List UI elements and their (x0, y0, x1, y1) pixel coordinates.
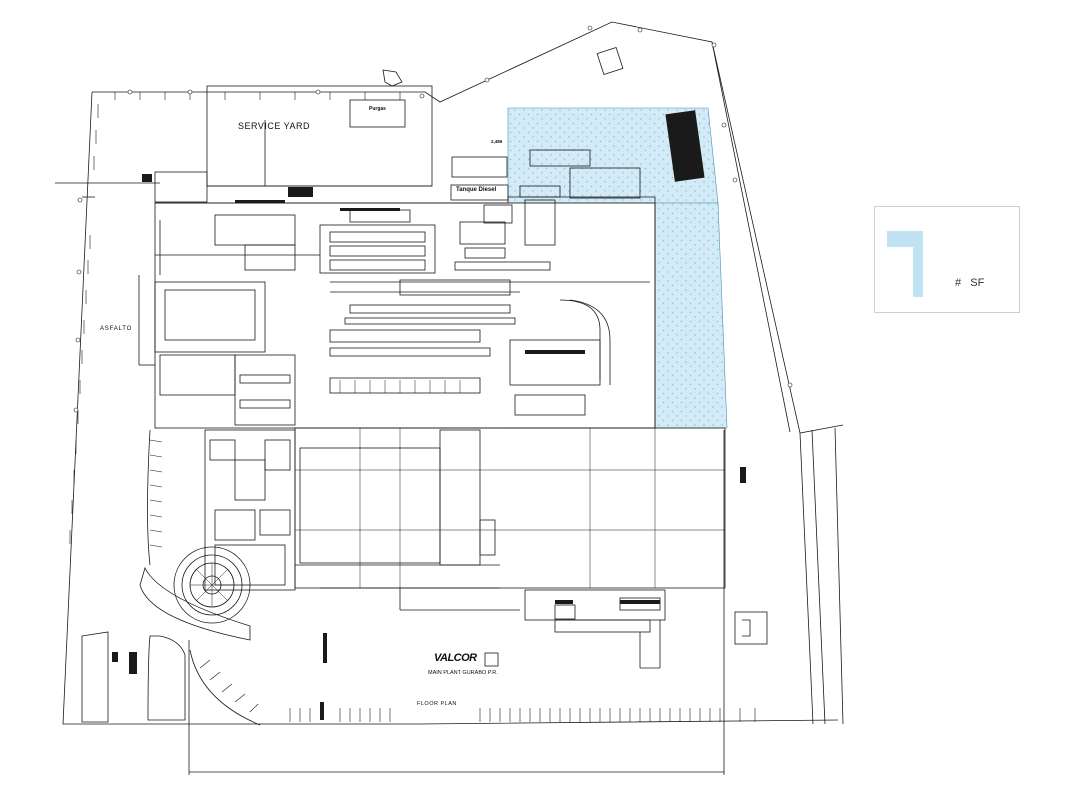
purgas-label: Purgas (369, 106, 386, 112)
floor-plan-label: FLOOR PLAN (417, 701, 457, 707)
legend-sf-label: # SF (955, 277, 984, 289)
asfalto-label: ASFALTO (100, 326, 133, 332)
legend-swatch (887, 231, 923, 297)
brand-logo: VALCOR (434, 652, 477, 664)
service-yard-area (206, 85, 433, 187)
legend-box: # SF (874, 206, 1020, 313)
property-line (92, 21, 844, 434)
legend-sf: SF (970, 277, 985, 289)
main-plant-label: MAIN PLANT GURABO P.R. (428, 670, 498, 676)
service-yard-label: SERVICE YARD (238, 121, 311, 131)
tanque-diesel-label: Tanque Diesel (456, 187, 497, 193)
area-note-label: 2,486 (491, 139, 503, 144)
legend-hash: # (955, 277, 962, 289)
